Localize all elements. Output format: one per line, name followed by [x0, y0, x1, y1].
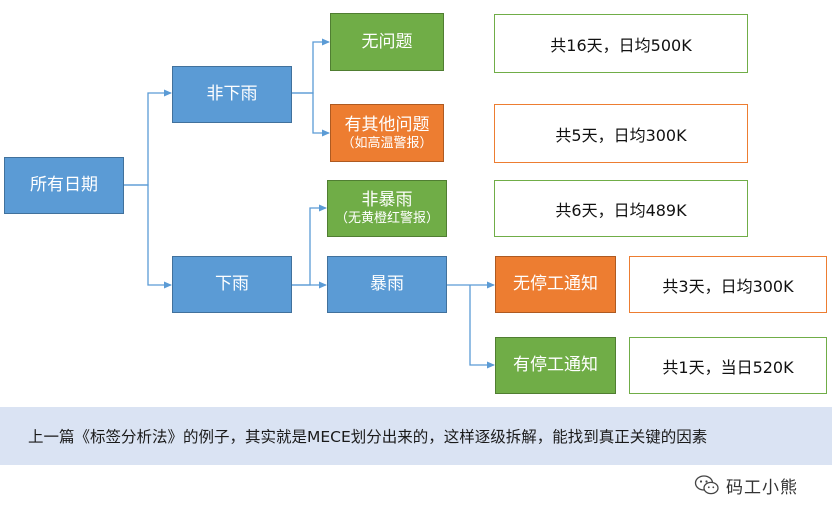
node-no-stop-notice: 无停工通知: [495, 256, 616, 313]
result-other-problem: 共5天，日均300K: [494, 104, 748, 163]
node-no-rain: 非下雨: [172, 66, 292, 123]
node-other-problem: 有其他问题 （如高温警报）: [330, 104, 444, 162]
result-non-rainstorm-text: 共6天，日均489K: [555, 200, 687, 220]
node-non-rainstorm: 非暴雨 （无黄橙红警报）: [327, 180, 447, 237]
result-no-problem-text: 共16天，日均500K: [550, 35, 692, 55]
caption-text: 上一篇《标签分析法》的例子，其实就是MECE划分出来的，这样逐级拆解，能找到真正…: [28, 428, 708, 446]
result-no-problem: 共16天，日均500K: [494, 14, 748, 73]
connector-all-to-norain: [124, 89, 172, 186]
node-rainstorm-label: 暴雨: [370, 274, 404, 295]
result-no-stop-notice-text: 共3天，日均300K: [662, 276, 794, 296]
watermark-text: 码工小熊: [726, 477, 798, 498]
node-stop-notice: 有停工通知: [495, 337, 616, 394]
node-rainstorm: 暴雨: [327, 256, 447, 313]
connector-norain-to-noproblem: [292, 38, 330, 94]
result-stop-notice: 共1天，当日520K: [629, 337, 827, 394]
connector-norain-to-otherproblem: [292, 92, 330, 137]
caption-bar: 上一篇《标签分析法》的例子，其实就是MECE划分出来的，这样逐级拆解，能找到真正…: [0, 407, 832, 465]
node-no-stop-notice-label: 无停工通知: [513, 274, 598, 295]
connector-all-to-rain: [124, 184, 172, 289]
node-rain-label: 下雨: [215, 274, 249, 295]
node-other-problem-sublabel: （如高温警报）: [341, 135, 433, 151]
wechat-icon: [694, 475, 719, 495]
result-non-rainstorm: 共6天，日均489K: [494, 180, 748, 237]
node-no-problem: 无问题: [330, 13, 444, 71]
node-all-dates-label: 所有日期: [30, 175, 98, 196]
connector-rain-to-nonrainstorm: [292, 204, 327, 286]
node-rain: 下雨: [172, 256, 292, 313]
connector-rainstorm-to-stop: [469, 285, 495, 369]
result-other-problem-text: 共5天，日均300K: [555, 125, 687, 145]
node-no-rain-label: 非下雨: [206, 84, 258, 105]
node-non-rainstorm-sublabel: （无黄橙红警报）: [334, 211, 439, 227]
node-non-rainstorm-label: 非暴雨: [361, 190, 413, 210]
node-no-problem-label: 无问题: [361, 31, 413, 52]
watermark: 码工小熊: [694, 470, 798, 500]
node-stop-notice-label: 有停工通知: [513, 355, 598, 376]
node-other-problem-label: 有其他问题: [344, 114, 430, 135]
result-no-stop-notice: 共3天，日均300K: [629, 256, 827, 313]
node-all-dates: 所有日期: [4, 157, 124, 214]
result-stop-notice-text: 共1天，当日520K: [662, 357, 794, 377]
